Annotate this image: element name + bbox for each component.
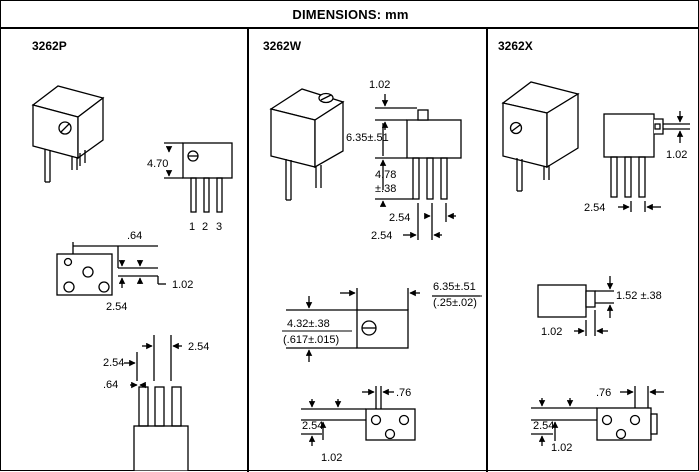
x-dim-254: 2.54 xyxy=(584,202,605,214)
p-dim-64-top: .64 xyxy=(127,230,142,242)
x-dim-102: 1.02 xyxy=(666,149,687,161)
p-front-view xyxy=(164,142,233,213)
dimensions-title: DIMENSIONS: mm xyxy=(292,6,409,22)
p-dim-102: 1.02 xyxy=(172,279,193,291)
p-dim-254-right: 2.54 xyxy=(188,341,209,353)
dimensions-header: DIMENSIONS: mm xyxy=(1,1,699,29)
x-iso-view xyxy=(501,81,580,192)
x-dim-102-c: 1.02 xyxy=(551,442,572,454)
w-iso-view xyxy=(269,88,345,201)
w-front-view xyxy=(375,94,462,240)
p-pin-3: 3 xyxy=(216,221,222,233)
x-dim-152: 1.52 ±.38 xyxy=(616,290,662,302)
w-dim-635-top: 6.35±.51 xyxy=(433,281,476,293)
w-dim-102: 1.02 xyxy=(369,79,390,91)
column-divider-left xyxy=(247,29,249,472)
w-bottom-view xyxy=(301,386,416,446)
w-dim-025: (.25±.02) xyxy=(433,297,477,309)
w-dim-635: 6.35±.51 xyxy=(346,132,389,144)
p-iso-view xyxy=(31,85,105,183)
w-dim-432: 4.32±.38 xyxy=(287,318,330,330)
x-bottom-view xyxy=(531,386,664,446)
w-dim-478: 4.78 xyxy=(375,169,396,181)
w-dim-38: ±.38 xyxy=(375,183,396,195)
p-bottom-view xyxy=(56,242,166,296)
p-pin-1: 1 xyxy=(189,221,195,233)
model-3262p-label: 3262P xyxy=(32,39,67,53)
column-divider-right xyxy=(486,29,488,472)
x-front-view xyxy=(603,111,690,212)
model-3262x-label: 3262X xyxy=(498,39,533,53)
w-dim-254-b: 2.54 xyxy=(371,230,392,242)
p-dim-64-side: .64 xyxy=(103,379,118,391)
model-3262w-label: 3262W xyxy=(263,39,302,53)
p-pin-2: 2 xyxy=(202,221,208,233)
x-top-view xyxy=(537,276,614,336)
x-dim-254-b: 2.54 xyxy=(533,420,554,432)
x-dim-102-b: 1.02 xyxy=(541,326,562,338)
p-dim-254-left: 2.54 xyxy=(103,357,124,369)
p-dim-254-bottom: 2.54 xyxy=(106,301,127,313)
p-side-view xyxy=(124,335,189,471)
w-dim-617: (.617±.015) xyxy=(283,334,339,346)
w-top-view xyxy=(286,288,480,362)
w-dim-76: .76 xyxy=(396,387,411,399)
w-dim-102-b: 1.02 xyxy=(321,452,342,464)
w-dim-254-c: 2.54 xyxy=(302,420,323,432)
w-dim-254-a: 2.54 xyxy=(389,212,410,224)
x-dim-76: .76 xyxy=(596,387,611,399)
p-height-label: 4.70 xyxy=(147,158,168,170)
